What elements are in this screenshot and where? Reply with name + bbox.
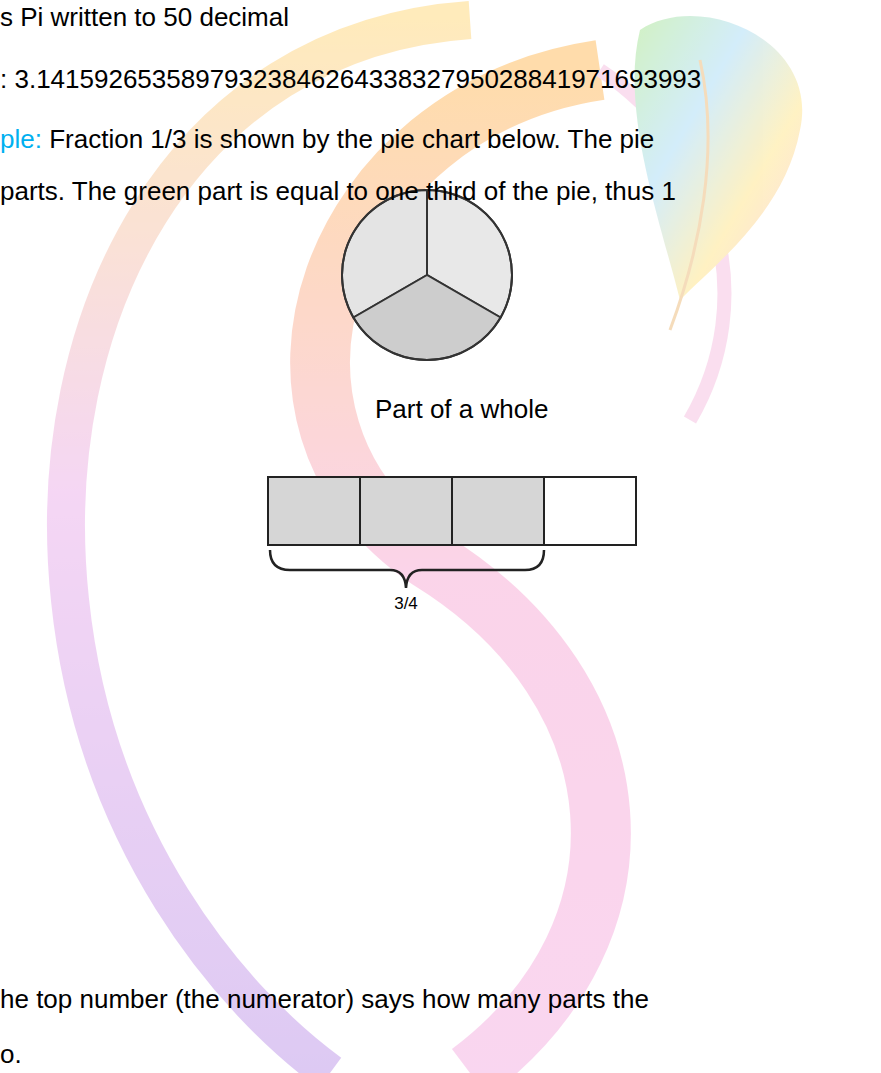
bar-cell	[544, 477, 636, 545]
text-line: parts. The green part is equal to one th…	[0, 176, 676, 207]
brace	[270, 550, 544, 588]
bar-cell	[452, 477, 544, 545]
watermark-swirl	[320, 70, 601, 1073]
pie-outline	[342, 190, 512, 360]
text-line: o.	[0, 1039, 22, 1070]
text-line: : 3.141592653589793238462643383279502884…	[0, 64, 701, 95]
bar-cell	[268, 477, 360, 545]
fraction-label: 3/4	[394, 594, 418, 614]
bar-cell	[360, 477, 452, 545]
pie-slice	[353, 275, 500, 360]
figure-caption: Part of a whole	[375, 394, 548, 425]
text-line: s Pi written to 50 decimal	[0, 2, 289, 33]
example-label: ple:	[0, 124, 42, 155]
watermark	[66, 16, 802, 1073]
pie-chart	[342, 190, 512, 360]
fraction-bar	[268, 477, 636, 545]
watermark-feather	[635, 16, 803, 300]
text-line: he top number (the numerator) says how m…	[0, 984, 649, 1015]
text-line: Fraction 1/3 is shown by the pie chart b…	[49, 124, 654, 155]
